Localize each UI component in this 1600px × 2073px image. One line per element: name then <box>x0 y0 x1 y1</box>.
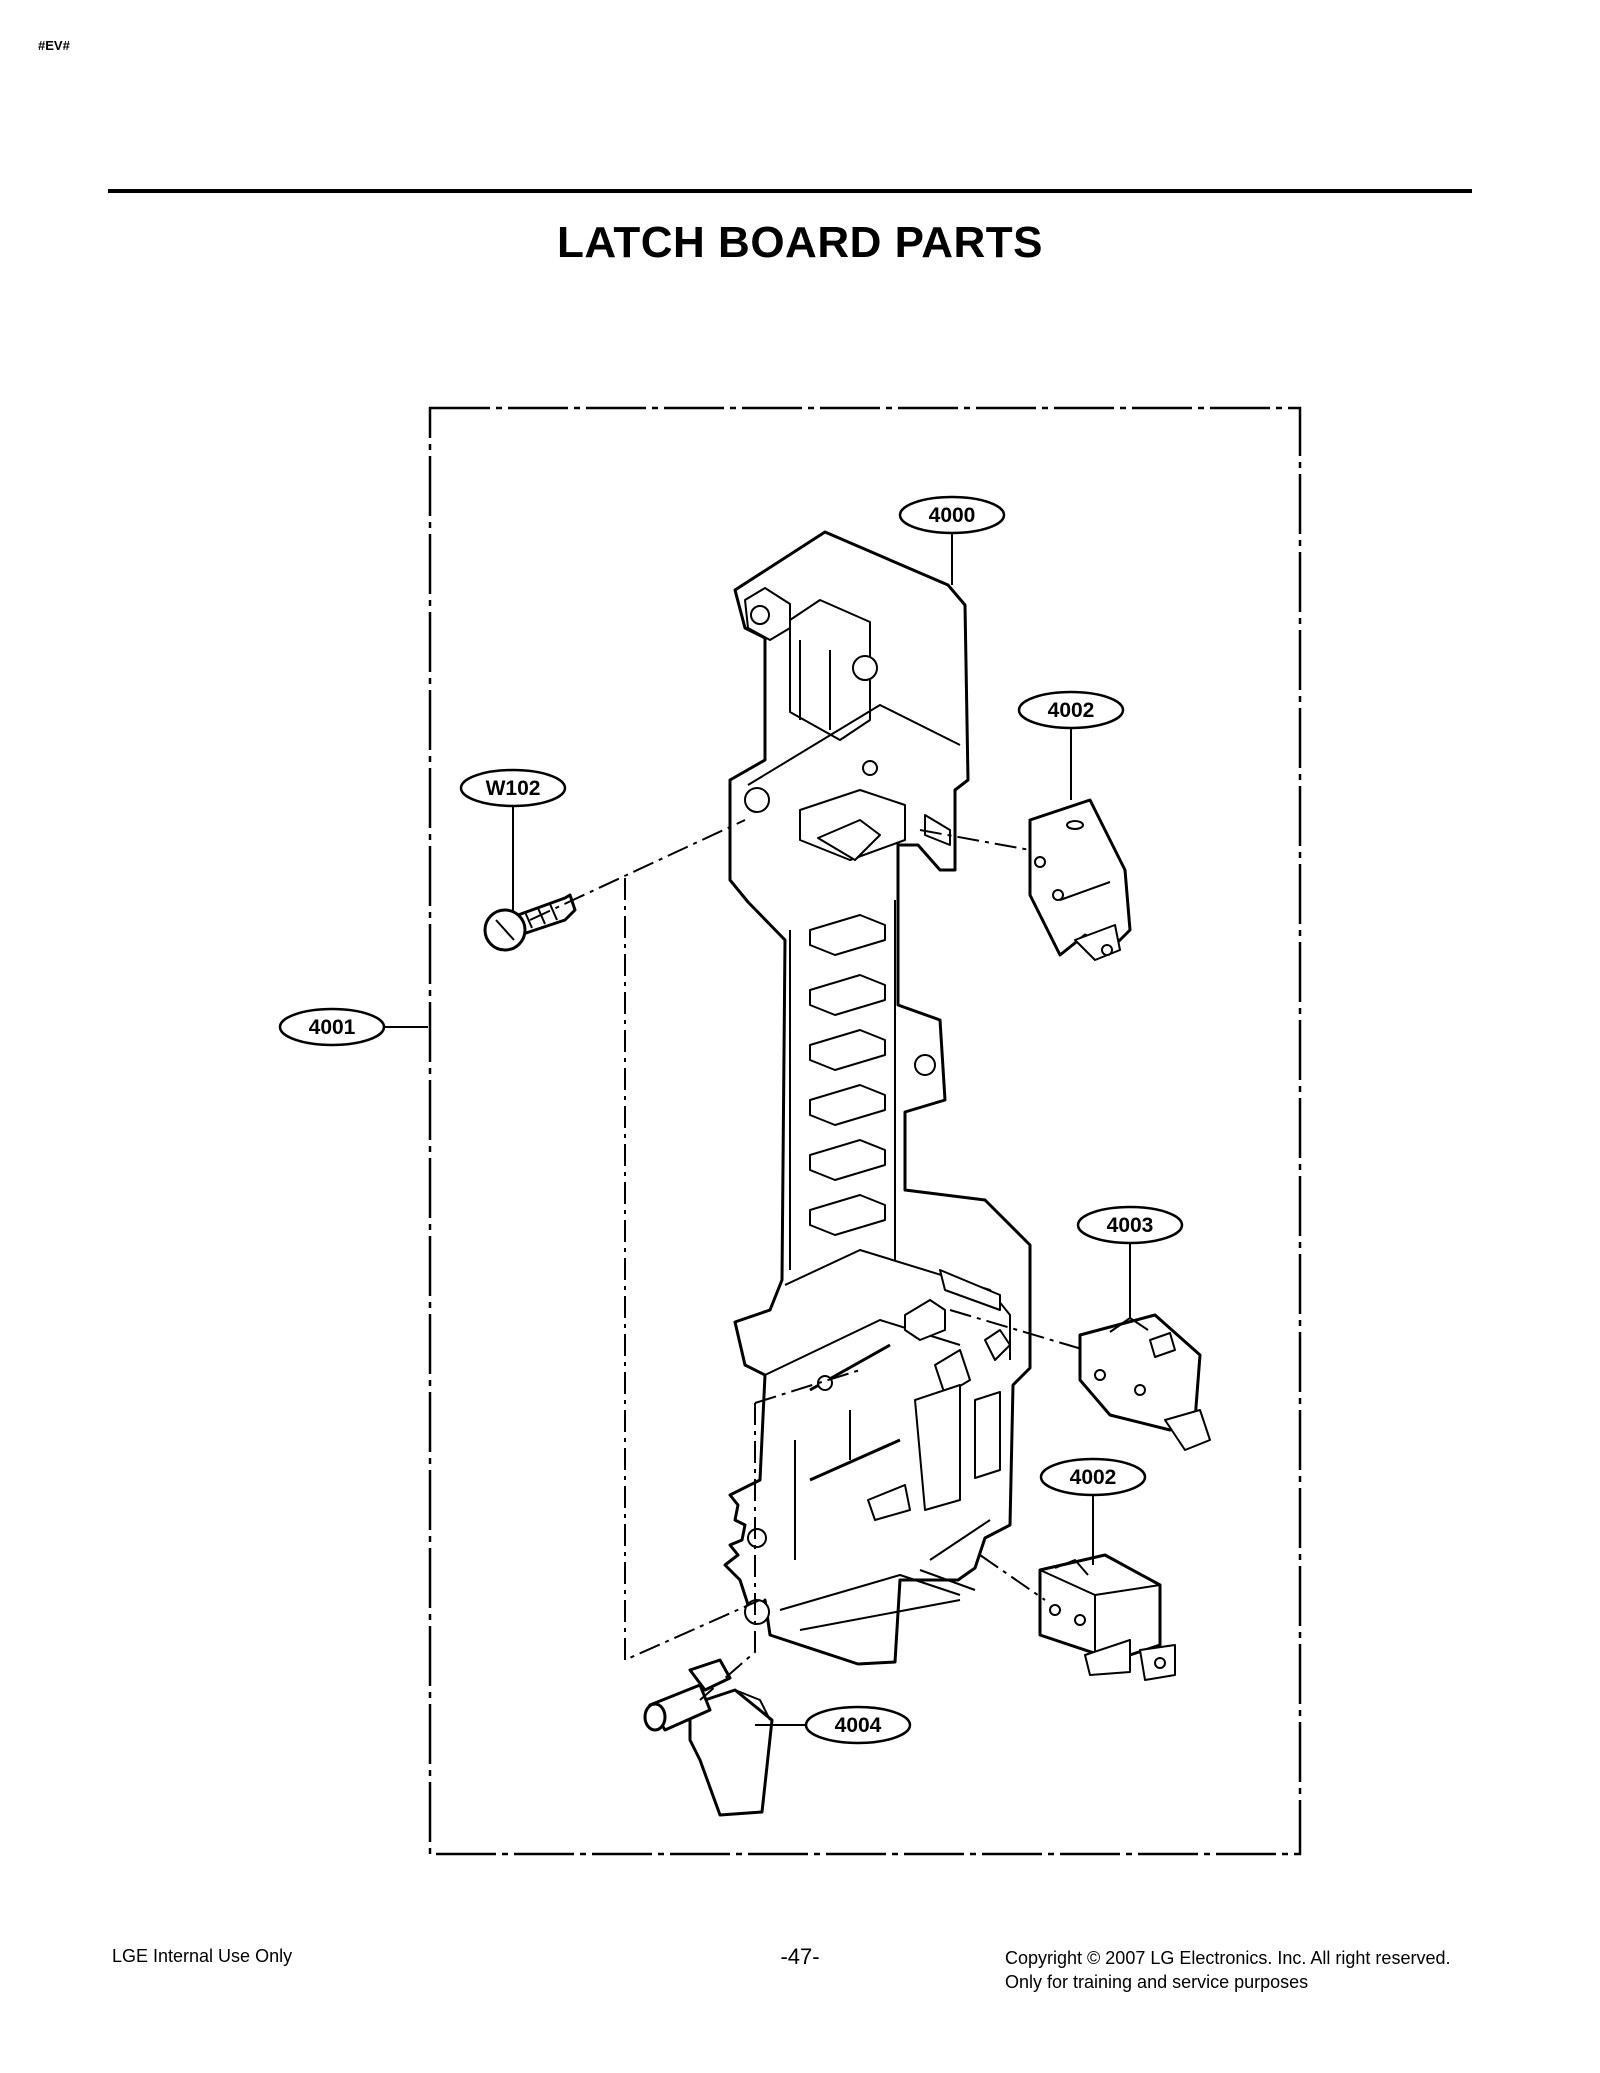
header-rule <box>108 189 1472 193</box>
copyright-line: Copyright © 2007 LG Electronics. Inc. Al… <box>1005 1948 1451 1968</box>
mount-hole <box>914 1054 936 1076</box>
callout-label: 4002 <box>1070 1466 1117 1489</box>
callout-label: 4004 <box>835 1714 882 1737</box>
ribs <box>809 914 886 1236</box>
micro-switch-4002-top <box>1028 798 1132 961</box>
micro-switch-4002-bottom <box>1038 1553 1176 1681</box>
page-number: -47- <box>780 1944 820 1969</box>
mount-hole <box>852 655 878 681</box>
callout-label: 4003 <box>1107 1214 1154 1237</box>
latch-board <box>723 530 1032 1666</box>
assembly-lines <box>529 819 1086 1701</box>
diagram-frame <box>428 406 1302 1856</box>
micro-switch-4003 <box>1078 1313 1211 1451</box>
screw-w102 <box>483 893 577 952</box>
callout-4002-top: 4002 <box>1017 690 1125 800</box>
callout-4000: 4000 <box>898 495 1006 585</box>
callout-label: 4001 <box>309 1016 356 1039</box>
mount-hole <box>744 787 770 813</box>
callout-w102: W102 <box>459 768 567 912</box>
callout-label: W102 <box>486 777 541 800</box>
footer-internal-use: LGE Internal Use Only <box>112 1946 293 1966</box>
mount-hole <box>750 605 770 625</box>
mount-hole <box>747 1528 767 1548</box>
callout-4001: 4001 <box>278 1007 428 1047</box>
page-title: LATCH BOARD PARTS <box>557 218 1043 267</box>
mount-hole <box>744 1599 770 1625</box>
document-tag: #EV# <box>38 38 70 53</box>
callout-4003: 4003 <box>1076 1205 1184 1318</box>
callout-label: 4000 <box>929 504 976 527</box>
callout-4004: 4004 <box>755 1705 912 1745</box>
callout-label: 4002 <box>1048 699 1095 722</box>
training-notice: Only for training and service purposes <box>1005 1972 1309 1992</box>
footer-copyright: Copyright © 2007 LG Electronics. Inc. Al… <box>1005 1946 1450 1994</box>
callout-4002-bottom: 4002 <box>1039 1457 1147 1565</box>
latch-4004 <box>643 1658 774 1817</box>
